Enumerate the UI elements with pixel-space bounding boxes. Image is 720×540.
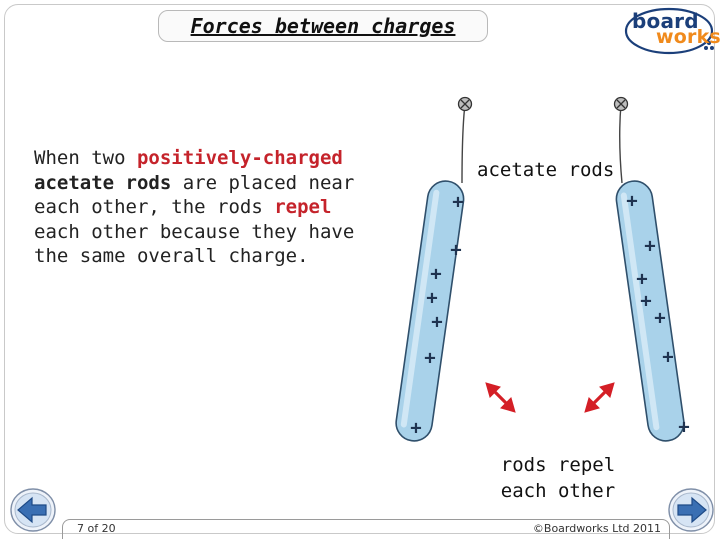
copyright-text: ©Boardworks Ltd 2011	[532, 522, 661, 535]
right-repel-arrow	[584, 382, 615, 413]
explanation-text: When two positively-charged acetate rods…	[34, 146, 364, 269]
charge-plus: +	[452, 191, 463, 213]
footer-right: ©Boardworks Ltd 2011	[380, 519, 670, 539]
label-rods-repel-line2: each other	[500, 480, 616, 502]
charge-plus: +	[662, 346, 673, 368]
footer-left: 7 of 20	[62, 519, 382, 539]
text-segment: are placed near each other, the rods	[34, 171, 355, 219]
right-string	[619, 103, 623, 184]
text-repel: repel	[274, 196, 332, 218]
logo-word-works: works	[656, 26, 720, 48]
right-acetate-rod	[615, 180, 685, 442]
charge-plus: +	[654, 307, 665, 329]
next-slide-button[interactable]	[666, 486, 716, 534]
logo-ellipse	[624, 7, 714, 55]
charge-plus: +	[424, 347, 435, 369]
page-indicator: 7 of 20	[77, 522, 116, 535]
charge-plus: +	[626, 190, 637, 212]
charge-plus: +	[644, 235, 655, 257]
slide-frame	[4, 4, 715, 534]
logo-word-board: board	[632, 9, 699, 33]
charge-plus: +	[450, 239, 461, 261]
label-rods-repel: rods repel each other	[488, 452, 628, 504]
text-acetate-rods: acetate rods	[34, 171, 172, 194]
back-arrow-icon	[10, 488, 56, 532]
charge-plus: +	[678, 416, 689, 438]
charge-plus: +	[430, 263, 441, 285]
text-positively-charged: positively-charged	[136, 147, 343, 169]
label-acetate-rods: acetate rods	[477, 159, 615, 181]
left-repel-arrow	[485, 382, 516, 413]
charge-plus: +	[410, 417, 421, 439]
right-pivot-screw-icon	[613, 96, 629, 112]
charge-plus: +	[426, 287, 437, 309]
charge-plus: +	[636, 268, 647, 290]
label-rods-repel-line1: rods repel	[500, 454, 616, 476]
text-segment: each other because they have the same ov…	[34, 220, 355, 268]
left-pivot-screw-icon	[457, 96, 473, 112]
text-segment: When two	[34, 147, 137, 169]
slide-title: Forces between charges	[158, 10, 488, 42]
left-acetate-rod	[395, 180, 465, 442]
left-string	[461, 103, 466, 184]
forward-arrow-icon	[668, 488, 714, 532]
charge-plus: +	[431, 311, 442, 333]
previous-slide-button[interactable]	[8, 486, 58, 534]
charge-plus: +	[640, 290, 651, 312]
boardworks-logo: board works	[624, 6, 720, 58]
